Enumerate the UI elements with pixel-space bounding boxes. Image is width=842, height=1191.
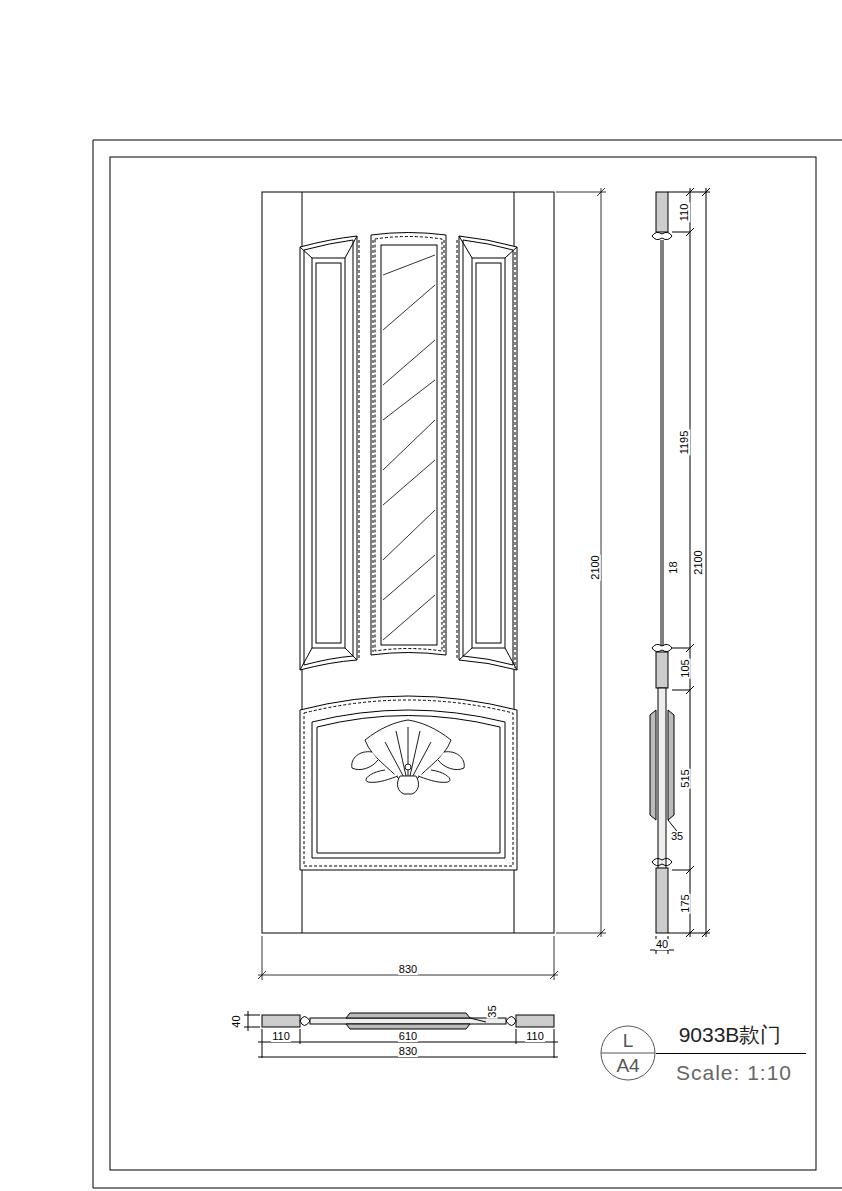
dimension-value: 2100 (589, 554, 600, 580)
side-section (650, 188, 710, 954)
dimension-value: 175 (679, 893, 690, 913)
drawing-title: 9033B款门 (679, 1024, 782, 1045)
sheet-symbol: L A4 (600, 1025, 656, 1081)
dimension-lines (258, 188, 606, 980)
door-elevation (262, 192, 554, 933)
dimension-value: 40 (231, 1014, 242, 1028)
dimension-value: 18 (668, 560, 679, 574)
dimension-value: 35 (487, 1004, 498, 1018)
dimension-value: 830 (398, 964, 418, 975)
title-underline (656, 1053, 806, 1054)
drawing-frame (93, 140, 842, 1188)
plan-section (244, 1011, 558, 1058)
dimension-value: 830 (398, 1046, 418, 1057)
sheet-code: L (600, 1031, 656, 1050)
dimension-value: 2100 (692, 549, 703, 575)
dimension-value: 610 (398, 1031, 418, 1042)
dimension-value: 105 (679, 658, 690, 678)
dimension-value: 40 (655, 939, 669, 950)
dimension-value: 35 (670, 831, 684, 842)
sheet-code: A4 (600, 1056, 656, 1075)
dimension-value: 110 (271, 1031, 291, 1042)
dimension-value: 110 (679, 202, 690, 222)
dimension-value: 515 (679, 768, 690, 788)
scale-note: Scale: 1:10 (675, 1062, 793, 1083)
dimension-value: 1195 (680, 429, 691, 455)
dimension-value: 110 (525, 1031, 545, 1042)
